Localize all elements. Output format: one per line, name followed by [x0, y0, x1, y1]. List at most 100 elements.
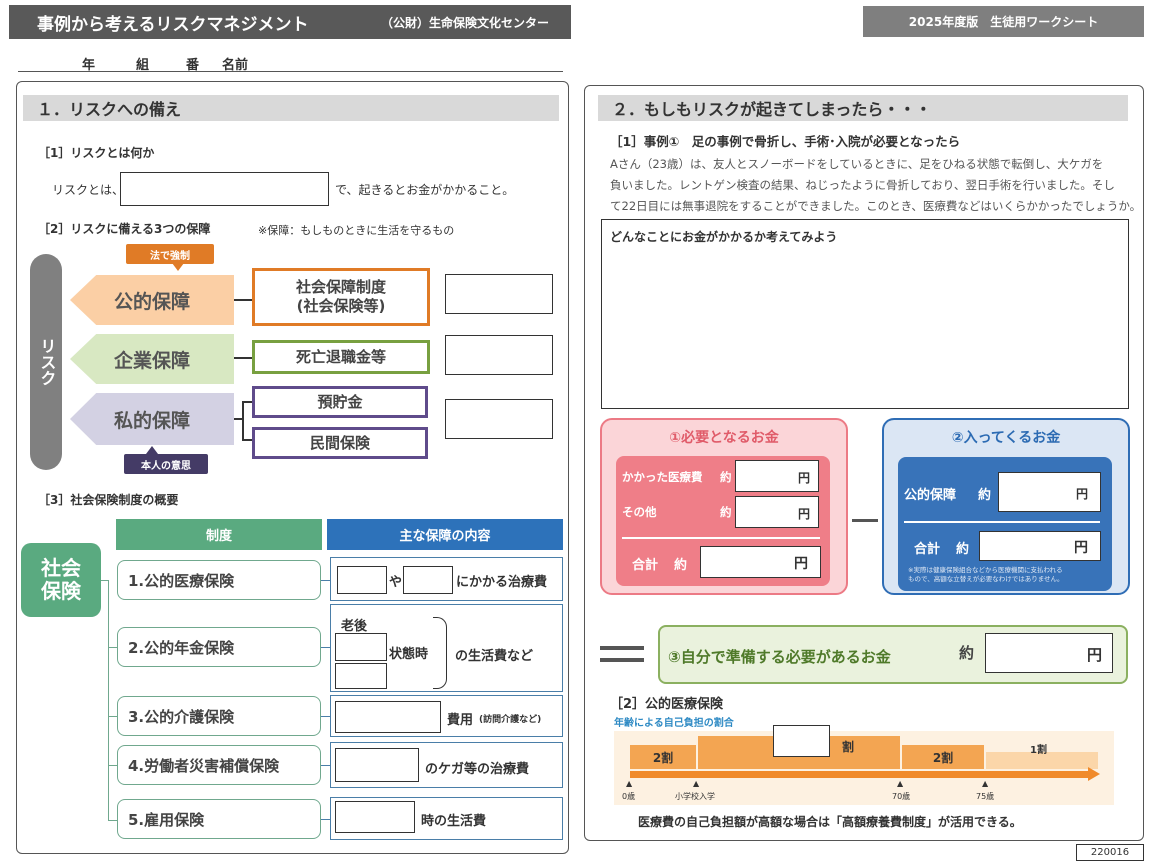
medical-conj: や	[389, 575, 403, 590]
note-line: ※実際は健康保険組合などから医療機関に支払われる	[908, 566, 1063, 574]
organization: （公財）生命保険文化センター	[380, 15, 549, 30]
pension-blank-2[interactable]	[335, 663, 387, 689]
note-line: もので、高額な立替えが必要なわけではありません。	[908, 575, 1064, 583]
tag-pointer	[172, 263, 184, 271]
medical-content-cell: や にかかる治療費	[330, 557, 563, 601]
employment-blank[interactable]	[335, 801, 415, 833]
private-guarantee-answer[interactable]	[445, 399, 553, 439]
savings-box: 預貯金	[252, 386, 428, 418]
q2-heading: ［2］リスクに備える3つの保障	[38, 222, 211, 236]
medical-blank-2[interactable]	[403, 566, 453, 594]
connector	[234, 418, 242, 420]
needed-total-input[interactable]: 円	[700, 546, 821, 578]
old-age-label: 老後	[341, 619, 368, 634]
year-label: 年	[82, 58, 96, 73]
row-medical-insurance: 1.公的医療保険	[117, 560, 321, 600]
tree-line	[108, 716, 118, 717]
yen-unit: 円	[1086, 646, 1102, 664]
connector	[234, 299, 252, 301]
equals-sign	[600, 646, 644, 650]
care-content-cell: 費用 (訪問介護など)	[330, 695, 563, 737]
care-blank[interactable]	[335, 701, 441, 733]
public-guarantee-arrow: 公的保障	[70, 275, 234, 325]
chart-title: 年齢による自己負担の割合	[614, 718, 734, 729]
income-note: ※実際は健康保険組合などから医療機関に支払われる もので、高額な立替えが必要なわ…	[908, 566, 1108, 584]
copay-rate-input[interactable]	[773, 725, 830, 757]
sum-line	[622, 537, 820, 539]
copay-bar-infant: 2割	[630, 745, 696, 769]
bracket	[242, 401, 252, 441]
medical-blank-1[interactable]	[337, 566, 387, 594]
age-axis-arrowhead	[1088, 767, 1100, 781]
age-marker: ▲	[693, 779, 700, 788]
approx-label: 約	[956, 542, 970, 557]
income-total-input[interactable]: 円	[979, 531, 1101, 561]
self-prepare-input[interactable]: 円	[985, 633, 1113, 673]
case-line: て22日目には無事退院をすることができました。このとき、医療費などはいくらかかっ…	[610, 199, 1142, 213]
social-security-label: 社会保障制度	[295, 278, 386, 297]
q2-right-heading: ［2］公的医療保険	[610, 697, 724, 712]
risk-definition-input[interactable]	[120, 172, 329, 206]
risk-prefix: リスクとは、	[52, 183, 125, 197]
medical-cost-label: かかった医療費	[622, 470, 703, 484]
section-2-title: ２．もしもリスクが起きてしまったら・・・	[598, 95, 1128, 121]
row-connector	[321, 765, 331, 766]
row-pension-insurance: 2.公的年金保険	[117, 627, 321, 667]
section-1-title: １．リスクへの備え	[23, 95, 559, 121]
number-label: 番	[186, 58, 200, 73]
workers-content-cell: のケガ等の治療費	[330, 742, 563, 788]
tree-line	[101, 580, 109, 581]
row-connector	[321, 580, 331, 581]
page-title: 事例から考えるリスクマネジメント	[37, 14, 309, 35]
care-cost: 費用	[447, 713, 474, 728]
think-prompt: どんなことにお金がかかるか考えてみよう	[610, 230, 838, 244]
workers-blank[interactable]	[335, 748, 419, 782]
incoming-money-title: ②入ってくるお金	[951, 430, 1061, 446]
approx-label: 約	[720, 505, 732, 519]
needed-money-title: ①必要となるお金	[669, 430, 779, 446]
copay-elderly-label: 1割	[1030, 745, 1047, 756]
age-marker: ▲	[982, 779, 989, 788]
case-text: Aさん（23歳）は、友人とスノーボードをしているときに、足をひねる状態で転倒し、…	[610, 154, 1141, 217]
retirement-allowance-box: 死亡退職金等	[252, 340, 430, 374]
care-example: (訪問介護など)	[479, 715, 542, 725]
pension-content-cell: 老後 状態時 の生活費など	[330, 604, 563, 692]
employment-tail: 時の生活費	[421, 814, 487, 829]
yen-unit: 円	[797, 507, 810, 521]
title-bar: 事例から考えるリスクマネジメント （公財）生命保険文化センター	[9, 5, 571, 39]
public-guarantee-answer[interactable]	[445, 274, 553, 314]
social-insurance-badge: 社会保険	[21, 543, 101, 617]
social-insurance-label: (社会保険等)	[296, 297, 386, 315]
voluntary-tag: 本人の意思	[124, 454, 208, 474]
tree-line	[108, 765, 118, 766]
medical-cost-input[interactable]: 円	[735, 460, 819, 492]
tree-line	[108, 820, 118, 821]
risk-label: リスク	[30, 254, 62, 470]
workers-tail: のケガ等の治療費	[425, 762, 530, 777]
approx-label: 約	[978, 488, 992, 503]
age-axis	[630, 771, 1090, 778]
needed-total-label: 合計	[632, 558, 659, 573]
guarantee-note: ※保障：もしものときに生活を守るもの	[258, 224, 455, 237]
public-income-input[interactable]: 円	[998, 472, 1101, 512]
medical-tail: にかかる治療費	[456, 575, 548, 590]
content-column-header: 主な保障の内容	[327, 519, 563, 550]
case-heading: ［1］事例① 足の事例で骨折し、手術･入院が必要となったら	[610, 134, 961, 149]
pension-blank-1[interactable]	[335, 633, 387, 661]
q1-heading: ［1］リスクとは何か	[38, 146, 155, 160]
sum-line	[904, 521, 1100, 523]
tree-line	[108, 580, 109, 820]
other-cost-input[interactable]: 円	[735, 496, 819, 528]
high-cost-footer: 医療費の自己負担額が高額な場合は「高額療養費制度」が活用できる。	[638, 815, 1022, 829]
think-box[interactable]: どんなことにお金がかかるか考えてみよう	[601, 219, 1129, 409]
tag-pointer	[146, 446, 158, 454]
private-guarantee-arrow: 私的保障	[70, 393, 234, 445]
corporate-guarantee-answer[interactable]	[445, 335, 553, 375]
name-label: 名前	[222, 58, 249, 73]
corporate-guarantee-arrow: 企業保障	[70, 334, 234, 384]
age-0-label: 0歳	[622, 792, 636, 801]
minus-sign	[852, 519, 878, 522]
private-insurance-box: 民間保険	[252, 427, 428, 459]
age-70-label: 70歳	[892, 792, 911, 801]
class-label: 組	[136, 58, 150, 73]
